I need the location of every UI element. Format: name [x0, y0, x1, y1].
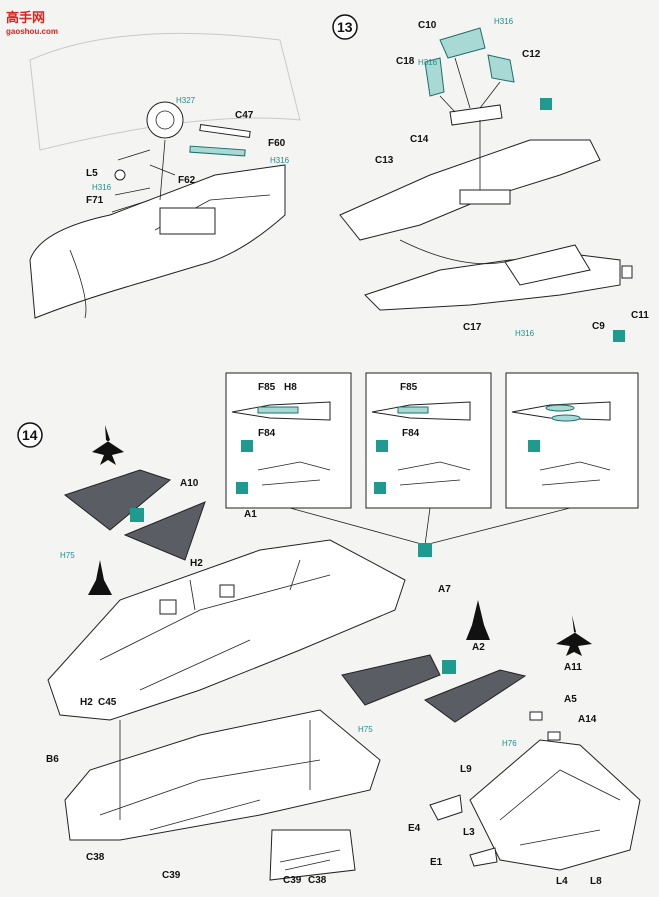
h-code-h316-b: H316: [92, 183, 112, 192]
cement-icon-inset-2b: [374, 482, 386, 494]
label-c12: C12: [522, 49, 541, 60]
wheel-icon: [146, 101, 184, 139]
part-a10: [63, 469, 172, 531]
label-l5: L5: [86, 168, 98, 179]
part-c10: [439, 27, 486, 59]
cement-icon-inset-1a: [241, 440, 253, 452]
join-icon-b: [442, 660, 456, 674]
part-c14: [449, 104, 503, 126]
h-code-h316-e: H316: [515, 329, 535, 338]
cement-icon-a: [540, 98, 552, 110]
h-code-h316-d: H316: [418, 58, 438, 67]
cement-icon-inset-3: [528, 440, 540, 452]
watermark-text: 高手网: [6, 10, 45, 25]
label-c10: C10: [418, 20, 437, 31]
step-13-area: 13 C10 H316 C12 C18 H316 C14 C13 C17 H31…: [332, 14, 649, 342]
label-c39: C39: [162, 870, 181, 881]
inset-label-c38: C38: [308, 875, 327, 886]
rear-fuselage: [469, 739, 641, 871]
label-c13: C13: [375, 155, 394, 166]
step-13-marker: [332, 14, 358, 40]
h-code-h75-a: H75: [60, 551, 75, 560]
aircraft-silhouette-right: [556, 615, 592, 656]
part-a11: [423, 669, 527, 723]
h-code-h316-a: H316: [270, 156, 290, 165]
join-icon-center: [418, 543, 432, 557]
inset-label-f85-b: F85: [400, 382, 418, 393]
label-a1: A1: [244, 509, 257, 520]
inset-panel-2: F85 F84: [365, 372, 492, 509]
label-a2: A2: [472, 642, 485, 653]
part-a2: [341, 654, 441, 706]
h-code-h76: H76: [502, 739, 517, 748]
h-code-h316-c: H316: [494, 17, 514, 26]
inset-label-f85: F85: [258, 382, 276, 393]
step-14-area: 14 A10 H75 A1 H2 A7 A2 A11 H75 A5: [17, 422, 641, 887]
part-a1: [123, 501, 206, 561]
lower-fuselage: [64, 709, 381, 841]
part-c17: [504, 244, 591, 286]
label-a5: A5: [564, 694, 577, 705]
cement-icon-b: [613, 330, 625, 342]
label-a11: A11: [564, 662, 582, 673]
label-c18: C18: [396, 56, 415, 67]
part-e4: [429, 794, 463, 821]
step-14-marker: [17, 422, 43, 448]
aircraft-silhouette-left: [88, 560, 112, 595]
inset-label-f84-b: F84: [402, 428, 420, 439]
label-l4: L4: [556, 876, 568, 887]
fuselage-part: [29, 164, 286, 319]
step-13-number: 13: [337, 19, 353, 35]
h-code-h327: H327: [176, 96, 196, 105]
label-c17: C17: [463, 322, 482, 333]
inset-label-f84: F84: [258, 428, 276, 439]
label-c11: C11: [631, 310, 649, 321]
part-c47: [199, 123, 251, 139]
step-14-number: 14: [22, 427, 38, 443]
label-e1: E1: [430, 857, 443, 868]
label-c38: C38: [86, 852, 105, 863]
inset-panel-3: [505, 372, 639, 509]
label-b6: B6: [46, 754, 59, 765]
label-h2-b: H2: [80, 697, 93, 708]
label-c45: C45: [98, 697, 117, 708]
part-e1: [469, 847, 498, 867]
label-c14: C14: [410, 134, 429, 145]
part-f60: [189, 145, 246, 157]
part-c12: [487, 54, 515, 83]
step-12-area: H327 C47 F60 H316 F62 L5 H316 F71: [29, 32, 301, 319]
aircraft-silhouette-top: [92, 425, 124, 465]
label-f62: F62: [178, 175, 196, 186]
part-c18: [424, 57, 445, 97]
label-f71: F71: [86, 195, 104, 206]
label-a10: A10: [180, 478, 199, 489]
label-l3: L3: [463, 827, 475, 838]
label-c9: C9: [592, 321, 605, 332]
label-f60: F60: [268, 138, 286, 149]
cement-icon-inset-2a: [376, 440, 388, 452]
h-code-h75-b: H75: [358, 725, 373, 734]
cement-icon-inset-1b: [236, 482, 248, 494]
detail-inset-c39: [269, 829, 356, 881]
upper-fuselage: [47, 539, 406, 721]
label-a7: A7: [438, 584, 451, 595]
label-l9: L9: [460, 764, 472, 775]
inset-label-h8: H8: [284, 382, 297, 393]
label-a14: A14: [578, 714, 597, 725]
label-c47: C47: [235, 110, 254, 121]
aircraft-silhouette-mid: [466, 600, 490, 640]
wheel-bay: [159, 207, 216, 235]
watermark-url: gaoshou.com: [6, 27, 58, 36]
label-h2-a: H2: [190, 558, 203, 569]
watermark-logo: 高手网 gaoshou.com: [6, 10, 58, 36]
inset-label-c39: C39: [283, 875, 302, 886]
label-e4: E4: [408, 823, 421, 834]
join-icon-a: [130, 508, 144, 522]
label-l8: L8: [590, 876, 602, 887]
inset-panel-1: F85 H8 F84: [225, 372, 352, 509]
